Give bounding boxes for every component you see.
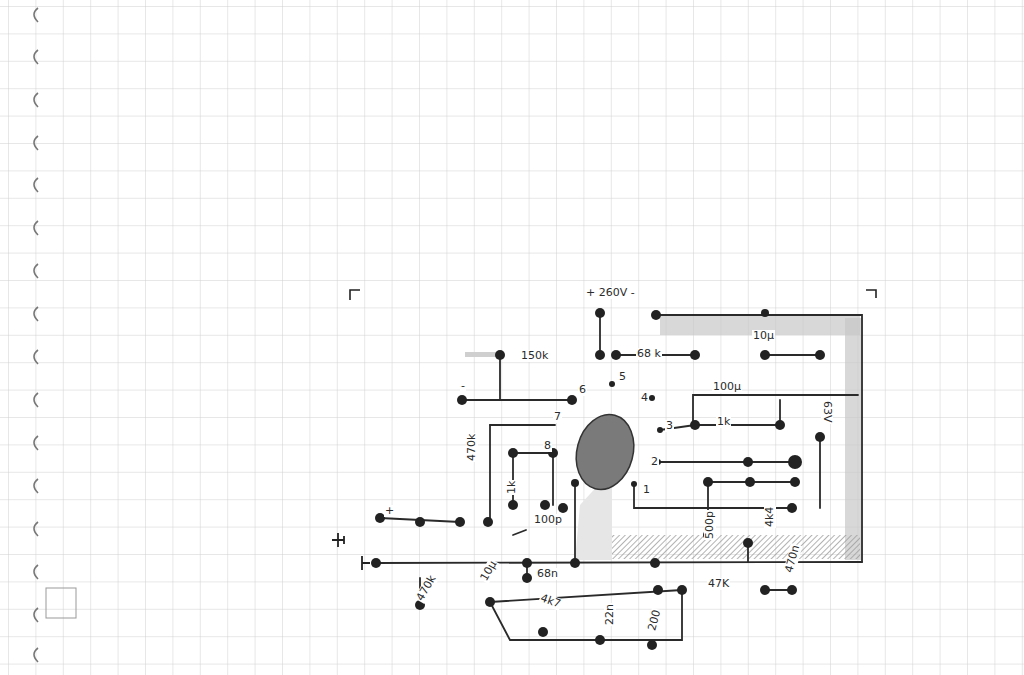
component-label: 68n [536, 568, 559, 580]
component-label: 5 [618, 371, 627, 383]
component-label: 63V [821, 400, 833, 424]
component-label: 4k4 [764, 506, 776, 528]
component-label: 100p [533, 514, 563, 526]
ground-symbols [332, 533, 370, 570]
component-label: 7 [553, 411, 562, 423]
component-label: 150k [520, 350, 549, 362]
component-label: 1 [642, 484, 651, 496]
hatched-strip [578, 535, 860, 559]
component-label: + 260V - [585, 287, 636, 299]
shaded-strip [465, 352, 500, 357]
component-label: 47K [707, 578, 730, 590]
component-label: + [384, 505, 395, 517]
component-label: 1k [506, 480, 518, 495]
wires [376, 313, 862, 640]
component-label: 100µ [712, 381, 742, 393]
component-label: - [460, 380, 466, 392]
component-label: 68 k [636, 348, 662, 360]
component-label: 2 [650, 456, 659, 468]
component-label: 4 [640, 392, 649, 404]
component-label: 6 [578, 384, 587, 396]
component-label: 10µ [752, 330, 775, 342]
shaded-strip [845, 318, 861, 560]
spiral-holes [34, 8, 38, 662]
tube-symbol [568, 408, 642, 496]
component-label: 500p [704, 510, 716, 540]
component-label: 3 [665, 420, 674, 432]
solder-pads [371, 308, 825, 650]
component-label: 470k [466, 433, 478, 462]
component-label: 8 [543, 440, 552, 452]
component-label: 1k [716, 416, 731, 428]
component-label: 22n [604, 603, 616, 626]
paper-tab [46, 588, 76, 618]
